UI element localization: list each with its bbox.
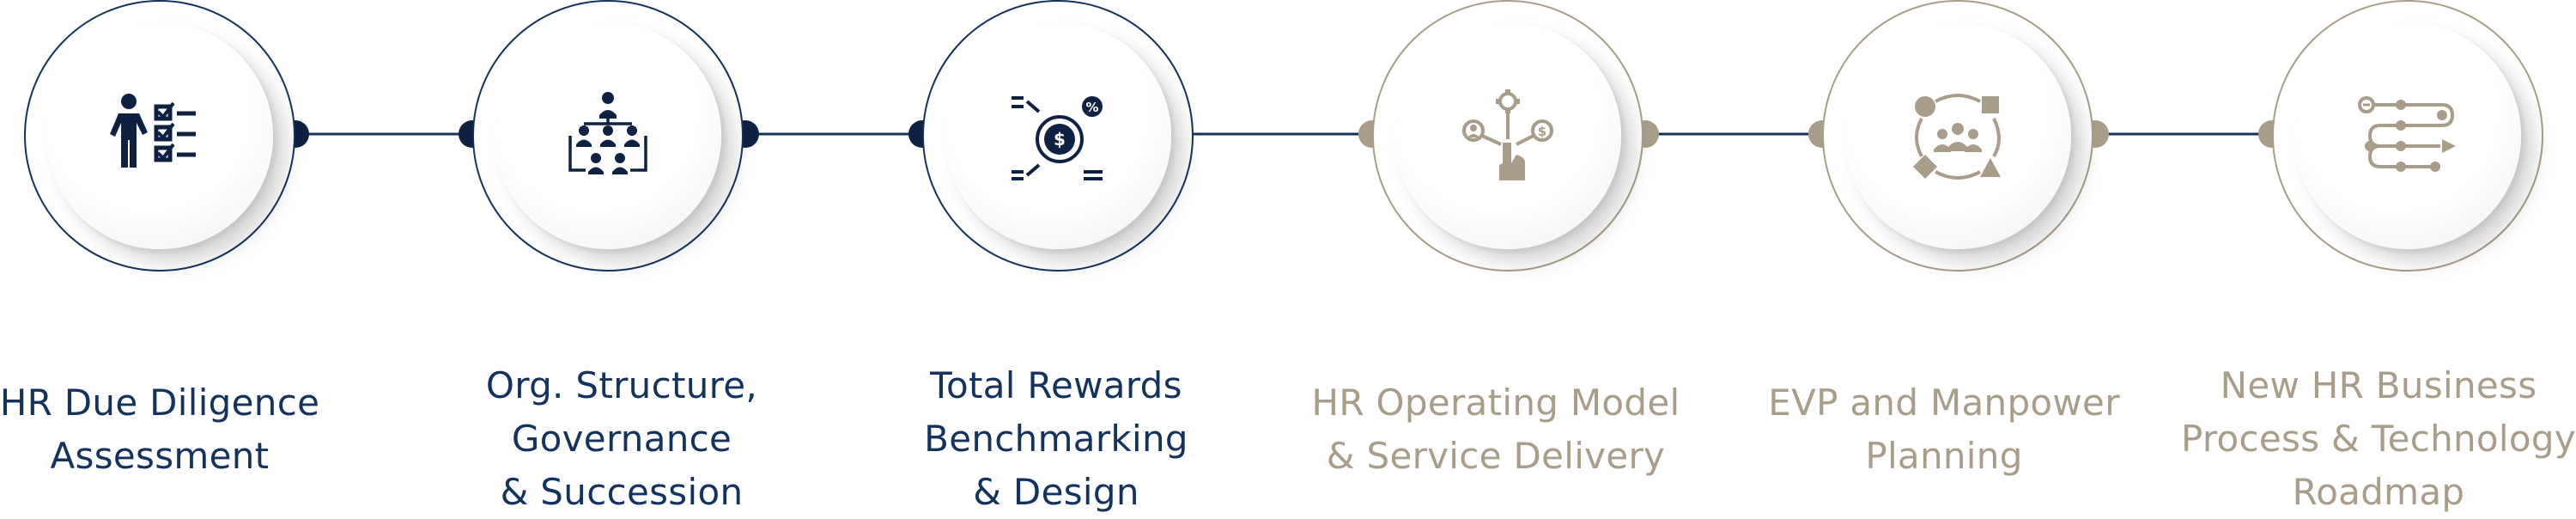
step-label-line: Governance [511,418,732,460]
hand-touch-settings-icon: $ [1448,76,1568,196]
step-label-line: New HR Business [2220,364,2537,406]
step-label: HR Due Diligence Assessment [0,376,383,483]
step-label-line: & Design [973,471,1139,513]
step-label: HR Operating Model & Service Delivery [1273,376,1719,483]
step-label-line: & Succession [500,471,744,513]
svg-text:$: $ [1054,129,1066,150]
step-disc: $ % [945,22,1171,249]
step-label: EVP and Manpower Planning [1721,376,2167,483]
step-label-line: HR Due Diligence [0,382,320,424]
step-hr-due-diligence: HR Due Diligence Assessment [0,0,383,514]
step-label-line: Org. Structure, [485,364,758,406]
person-checklist-icon [100,76,220,196]
step-label-line: Process & Technology [2180,418,2576,460]
step-disc [46,22,273,249]
step-label-line: Planning [1865,435,2023,477]
step-label-line: Roadmap [2292,471,2465,513]
step-total-rewards: $ % Total Rewards Benchmarking & Design [833,0,1279,514]
org-chart-icon [548,76,668,196]
step-label-line: HR Operating Model [1311,382,1680,424]
step-ring [472,0,744,272]
svg-text:%: % [1085,100,1098,115]
step-disc [1844,22,2071,249]
team-shapes-cycle-icon [1898,76,2018,196]
step-label-line: Assessment [50,435,270,477]
step-label: Org. Structure, Governance & Succession [398,359,845,519]
step-label: New HR Business Process & Technology Roa… [2155,359,2576,519]
step-label-line: Total Rewards [930,364,1182,406]
step-ring [24,0,295,272]
step-disc [2294,22,2521,249]
step-label-line: EVP and Manpower [1768,382,2120,424]
step-new-hr-business-process: New HR Business Process & Technology Roa… [2155,0,2576,514]
step-evp-manpower: EVP and Manpower Planning [1721,0,2167,514]
rewards-dollar-percent-icon: $ % [998,76,1118,196]
step-ring: $ [1372,0,1643,272]
step-label: Total Rewards Benchmarking & Design [833,359,1279,519]
step-ring [1822,0,2093,272]
step-disc [495,22,721,249]
step-label-line: & Service Delivery [1326,435,1666,477]
step-org-structure: Org. Structure, Governance & Succession [398,0,845,514]
step-hr-operating-model: $ HR Operating Model & Service Delivery [1273,0,1719,514]
step-disc: $ [1394,22,1621,249]
step-ring: $ % [922,0,1194,272]
step-ring [2272,0,2543,272]
process-roadmap-icon [2348,76,2468,196]
svg-text:$: $ [1538,124,1546,139]
step-label-line: Benchmarking [924,418,1188,460]
